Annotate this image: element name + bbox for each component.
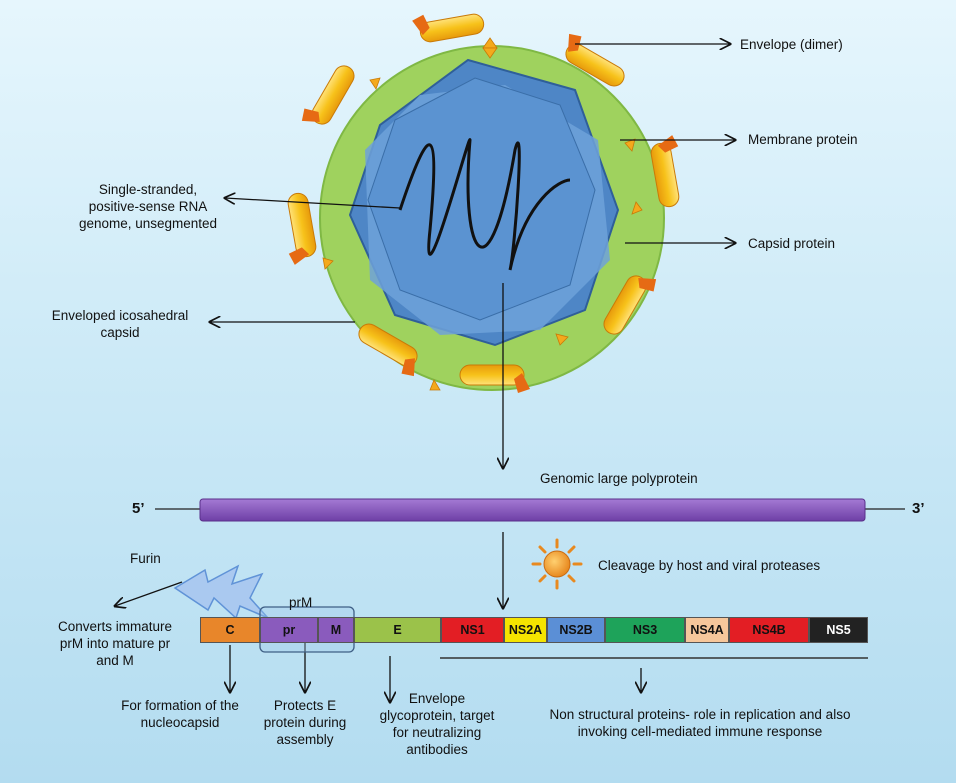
segment-ns4a: NS4A xyxy=(685,617,729,643)
genome-label: Single-stranded, positive-sense RNA geno… xyxy=(78,182,218,231)
e-role-label: Envelope glycoprotein, target for neutra… xyxy=(379,691,495,757)
polyprotein-title: Genomic large polyprotein xyxy=(540,471,698,486)
polyprotein-bar xyxy=(155,498,905,608)
cleavage-label: Cleavage by host and viral proteases xyxy=(598,558,821,573)
segment-ns3: NS3 xyxy=(605,617,685,643)
segment-ns2a: NS2A xyxy=(504,617,547,643)
capsid-type-label: Enveloped icosahedral capsid xyxy=(51,308,189,340)
protease-sun-icon xyxy=(531,538,583,590)
c-role-label: For formation of the nucleocapsid xyxy=(121,698,239,730)
segment-e: E xyxy=(354,617,441,643)
segment-ns1: NS1 xyxy=(441,617,504,643)
furin-lightning-icon xyxy=(173,564,269,620)
segment-pr: pr xyxy=(260,617,318,643)
five-prime-label: 5’ xyxy=(132,500,145,517)
envelope-label: Envelope (dimer) xyxy=(740,37,843,52)
segment-ns2b: NS2B xyxy=(547,617,605,643)
callout-lines xyxy=(210,44,735,468)
segment-ns4b: NS4B xyxy=(729,617,809,643)
prm-label: prM xyxy=(289,595,313,610)
segment-m: M xyxy=(318,617,354,643)
three-prime-label: 3’ xyxy=(912,500,925,517)
membrane-protein-label: Membrane protein xyxy=(748,132,858,147)
furin-conversion-label: Converts immature prM into mature pr and… xyxy=(57,619,173,668)
segment-ns5: NS5 xyxy=(809,617,868,643)
pr-role-label: Protects E protein during assembly xyxy=(263,698,347,747)
segment-c: C xyxy=(200,617,260,643)
capsid-protein-label: Capsid protein xyxy=(748,236,836,251)
annotation-lines xyxy=(115,581,868,702)
furin-label: Furin xyxy=(130,551,161,566)
virion-particle xyxy=(278,4,689,394)
ns-role-label: Non structural proteins- role in replica… xyxy=(549,707,851,739)
